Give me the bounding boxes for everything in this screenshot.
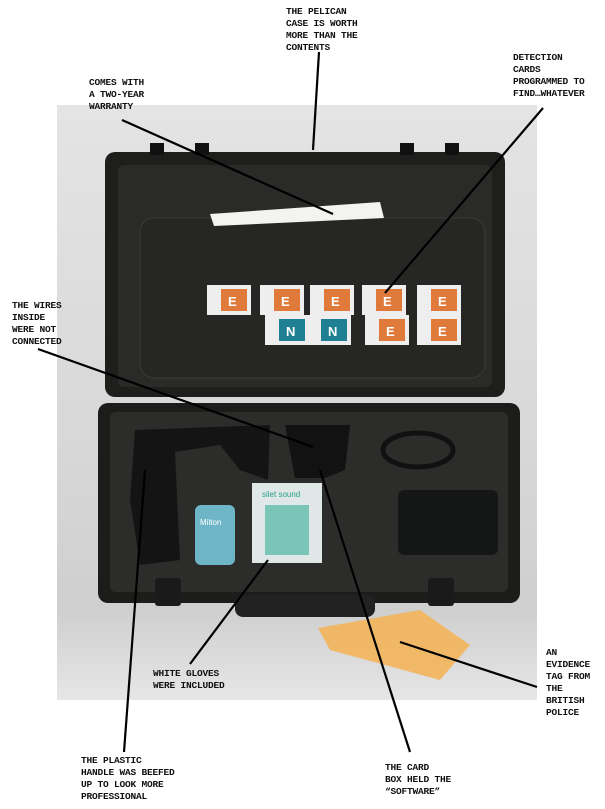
card-color-block bbox=[221, 289, 247, 311]
card-letter: E bbox=[383, 294, 392, 309]
card-letter: E bbox=[438, 294, 447, 309]
callout-warranty: COMES WITH A TWO-YEAR WARRANTY bbox=[89, 77, 145, 112]
card-letter: E bbox=[228, 294, 237, 309]
case-handle bbox=[235, 595, 375, 617]
leader-evidence bbox=[399, 640, 538, 689]
gloves-box-label: silet sound bbox=[262, 490, 300, 499]
latch-left bbox=[155, 578, 181, 606]
card-color-block bbox=[324, 289, 350, 311]
leader-cardbox bbox=[318, 469, 412, 753]
callout-gloves: WHITE GLOVES WERE INCLUDED bbox=[153, 668, 225, 691]
callout-wires: THE WIRES INSIDE WERE NOT CONNECTED bbox=[12, 300, 62, 347]
card-letter: E bbox=[386, 324, 395, 339]
bottle-label: Milton bbox=[200, 518, 221, 527]
leader-handle bbox=[122, 469, 147, 753]
card-letter: E bbox=[331, 294, 340, 309]
warranty-paper bbox=[210, 202, 384, 226]
leader-wires bbox=[37, 347, 314, 449]
card-letter: E bbox=[438, 324, 447, 339]
card-box-device bbox=[285, 425, 350, 478]
card-color-block bbox=[376, 289, 402, 311]
cable-coil bbox=[380, 430, 456, 470]
callout-evidence: AN EVIDENCE TAG FROM THE BRITISH POLICE bbox=[546, 647, 591, 718]
card-letter: N bbox=[286, 324, 295, 339]
pouch bbox=[398, 490, 498, 555]
card-color-block bbox=[274, 289, 300, 311]
callout-detection: DETECTION CARDS PROGRAMMED TO FIND…WHATE… bbox=[513, 52, 585, 99]
leader-pelican bbox=[311, 51, 321, 151]
card-color-block bbox=[321, 319, 347, 341]
card-color-block bbox=[279, 319, 305, 341]
callout-handle: THE PLASTIC HANDLE WAS BEEFED UP TO LOOK… bbox=[81, 755, 175, 802]
card-color-block bbox=[379, 319, 405, 341]
evidence-tag bbox=[318, 610, 470, 680]
card-color-block bbox=[431, 289, 457, 311]
card-letter: N bbox=[328, 324, 337, 339]
antiseptic-bottle bbox=[195, 505, 235, 565]
plastic-handle-device bbox=[130, 425, 270, 565]
leader-warranty bbox=[121, 118, 334, 216]
callout-cardbox: THE CARD BOX HELD THE “SOFTWARE” bbox=[385, 762, 452, 797]
leader-gloves bbox=[189, 559, 269, 665]
leader-detection bbox=[384, 107, 544, 294]
latch-right bbox=[428, 578, 454, 606]
card-letter: E bbox=[281, 294, 290, 309]
card-color-block bbox=[431, 319, 457, 341]
callout-pelican: THE PELICAN CASE IS WORTH MORE THAN THE … bbox=[286, 6, 358, 53]
